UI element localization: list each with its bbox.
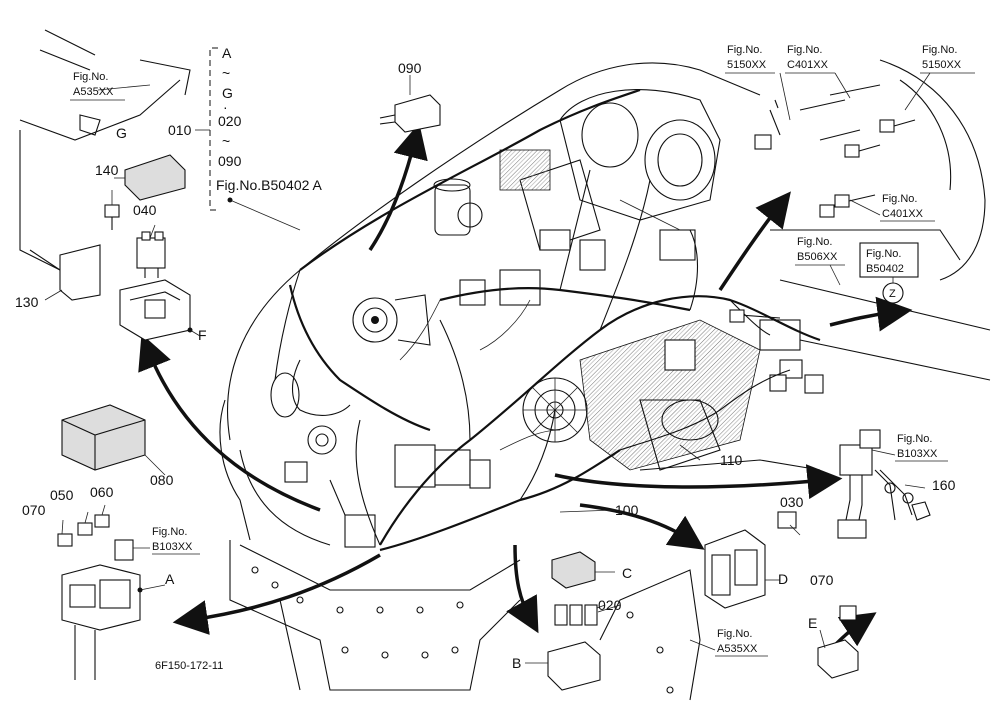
fig-b103-left-line1: Fig.No. [152, 526, 187, 538]
fig-c401-top-line1: Fig.No. [787, 44, 822, 56]
fig-a535-top-line1: Fig.No. [73, 71, 108, 83]
fig-b50402-line1: Fig.No. [866, 248, 901, 260]
part-140-bolt [104, 204, 120, 230]
fig-b103-right-line1: Fig.No. [897, 433, 932, 445]
range-tilde-2: ~ [222, 133, 230, 149]
letter-d: D [778, 571, 788, 587]
range-num-to: 090 [218, 153, 242, 169]
part-050-label: 050 [50, 487, 74, 503]
fig-a535-bottom-line2: A535XX [717, 643, 758, 655]
assembly-b-c [525, 551, 615, 691]
drawing-code: 6F150-172-11 [155, 660, 223, 672]
assembly-lamp-bolts [729, 84, 916, 323]
callout-leaders [61, 72, 975, 657]
part-080-label: 080 [150, 472, 174, 488]
fig-5150-left-line2: 5150XX [727, 59, 767, 71]
letter-b: B [512, 655, 521, 671]
part-b-holder [547, 641, 601, 691]
bolt-row [819, 119, 916, 218]
assembly-160 [837, 429, 931, 539]
assembly-d [704, 511, 797, 609]
letter-e: E [808, 615, 817, 631]
wire-harness [288, 88, 821, 552]
fig-a535-top-line2: A535XX [73, 86, 114, 98]
assembly-a [57, 514, 166, 680]
part-070-right-label: 070 [810, 572, 834, 588]
fig-b50402-line2: B50402 [866, 263, 904, 275]
part-040-label: 040 [133, 202, 157, 218]
fig-b50402-box [859, 242, 919, 278]
assembly-g-f [19, 29, 201, 341]
letter-g: G [116, 125, 127, 141]
frame-rivets [251, 566, 674, 694]
assembly-e [817, 605, 859, 679]
fig-5150-right-line2: 5150XX [922, 59, 962, 71]
letter-c: C [622, 565, 632, 581]
part-130-label: 130 [15, 294, 39, 310]
range-tilde-1: ~ [222, 65, 230, 81]
range-dot: · [223, 99, 228, 115]
range-ref: Fig.No.B50402 A [216, 177, 323, 193]
part-140-label: 140 [95, 162, 119, 178]
fig-b506-line2: B506XX [797, 251, 838, 263]
letter-a: A [165, 571, 175, 587]
part-040-relay [136, 231, 166, 278]
part-060-label: 060 [90, 484, 114, 500]
part-c-block [551, 551, 596, 589]
fig-b506-line1: Fig.No. [797, 236, 832, 248]
part-030-label: 030 [780, 494, 804, 510]
range-num-from: 020 [218, 113, 242, 129]
fig-c401-top-line2: C401XX [787, 59, 829, 71]
range-from: A [222, 45, 232, 61]
part-160-label: 160 [932, 477, 956, 493]
direction-arrows [138, 123, 913, 652]
part-020-label: 020 [598, 597, 622, 613]
range-bracket [209, 47, 218, 211]
part-f-socket [119, 279, 191, 341]
part-110-label: 110 [720, 452, 743, 468]
part-070-left-label: 070 [22, 502, 46, 518]
part-010-label: 010 [168, 122, 192, 138]
part-g-housing [124, 154, 186, 201]
part-090-label: 090 [398, 60, 422, 76]
part-080-box [61, 404, 166, 476]
fig-c401-right-line1: Fig.No. [882, 193, 917, 205]
letter-f: F [198, 327, 207, 343]
fig-c401-right-line2: C401XX [882, 208, 924, 220]
fig-a535-bottom-line1: Fig.No. [717, 628, 752, 640]
part-130-bracket [59, 244, 101, 301]
part-090-connector [379, 94, 441, 133]
part-020-fuses [554, 604, 606, 626]
fig-b103-left-line2: B103XX [152, 541, 193, 553]
machine-body [219, 59, 991, 701]
part-100-label: 100 [615, 502, 639, 518]
fig-5150-right-line1: Fig.No. [922, 44, 957, 56]
fig-5150-left-line1: Fig.No. [727, 44, 762, 56]
letter-z: Z [889, 288, 896, 300]
fig-b103-right-line2: B103XX [897, 448, 938, 460]
range-to: G [222, 85, 233, 101]
